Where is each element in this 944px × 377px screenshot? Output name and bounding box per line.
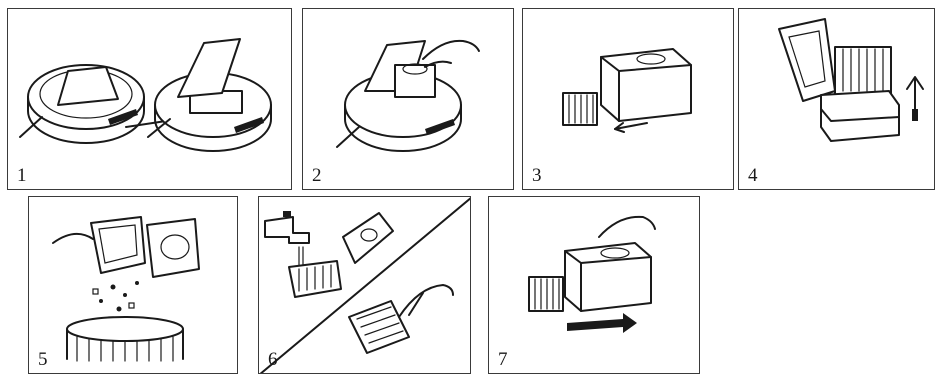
step-number: 2 <box>312 166 322 185</box>
step-number: 3 <box>532 166 542 185</box>
step-panel-4: 4 <box>738 8 935 190</box>
remove-dustbin-illustration <box>303 9 514 190</box>
open-dustbin-illustration <box>739 9 935 190</box>
wash-and-brush-illustration <box>259 197 471 374</box>
remove-filter-illustration <box>523 9 734 190</box>
step-panel-2: 2 <box>302 8 514 190</box>
step-panel-7: 7 <box>488 196 700 374</box>
step-panel-5: 5 <box>28 196 238 374</box>
step-panel-6: 6 <box>258 196 471 374</box>
step-number: 6 <box>268 350 278 369</box>
reinsert-filter-illustration <box>489 197 700 374</box>
step-panel-3: 3 <box>522 8 734 190</box>
step-number: 4 <box>748 166 758 185</box>
step-number: 5 <box>38 350 48 369</box>
robot-vacuum-illustration <box>8 9 292 190</box>
step-panel-1: 1 <box>7 8 292 190</box>
step-number: 7 <box>498 350 508 369</box>
empty-debris-illustration <box>29 197 238 374</box>
step-number: 1 <box>17 166 27 185</box>
